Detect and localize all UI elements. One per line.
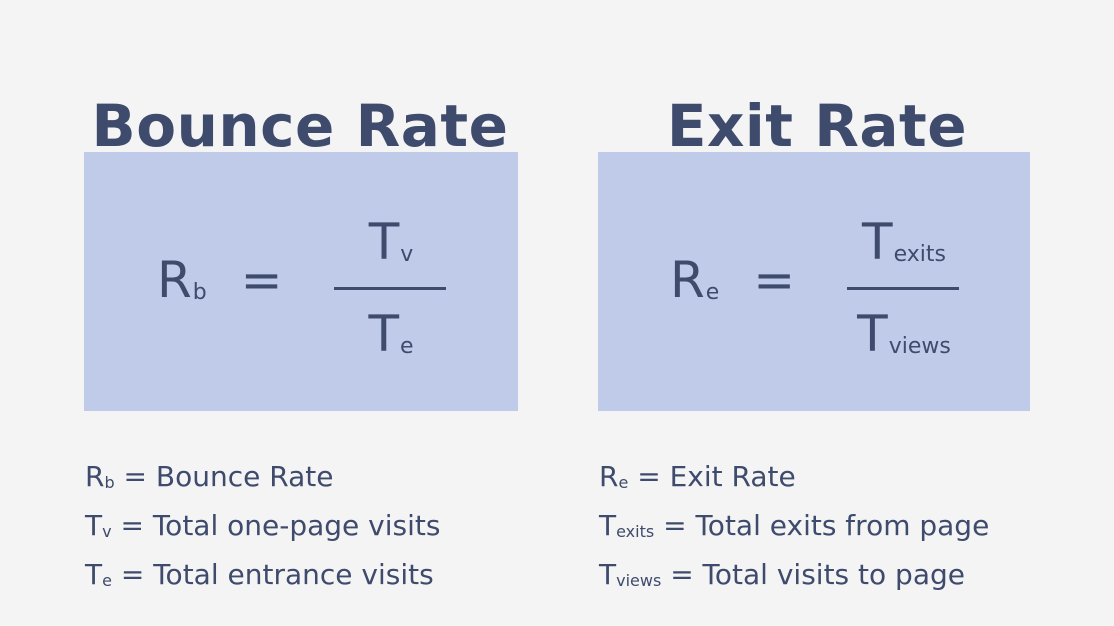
denominator-subscript: e — [400, 334, 414, 359]
legend-symbol-subscript: e — [102, 571, 112, 590]
legend-symbol-letter: T — [599, 558, 617, 591]
legend-symbol-letter: T — [85, 558, 103, 591]
exit-rate-panel: Exit Rate Re = Texits Tviews Re = Exit R… — [597, 0, 1037, 626]
equals-sign: = — [753, 251, 796, 309]
denominator-symbol: T — [857, 305, 888, 363]
bounce-rate-fraction: Tv Te — [333, 212, 449, 363]
legend-symbol-subscript: e — [618, 473, 629, 492]
legend-symbol-subscript: b — [104, 473, 115, 492]
bounce-rate-lhs-variable: Rb — [157, 250, 207, 323]
legend-text: = Exit Rate — [628, 460, 796, 493]
lhs-symbol: R — [157, 251, 192, 309]
legend-symbol: Tviews — [599, 553, 661, 602]
numerator-subscript: exits — [893, 242, 946, 267]
bounce-rate-legend: Rb = Bounce Rate Tv = Total one-page vis… — [85, 455, 440, 602]
fraction-numerator: Tv — [333, 212, 449, 285]
fraction-bar — [847, 287, 959, 290]
legend-symbol-subscript: exits — [616, 522, 655, 541]
exit-rate-lhs-variable: Re — [670, 250, 719, 323]
exit-rate-formula-box: Re = Texits Tviews — [598, 152, 1030, 411]
legend-text: = Total exits from page — [654, 509, 990, 542]
denominator-symbol: T — [368, 305, 399, 363]
legend-item: Re = Exit Rate — [599, 455, 989, 504]
exit-rate-title: Exit Rate — [666, 91, 968, 160]
legend-symbol-letter: T — [599, 509, 617, 542]
exit-rate-fraction: Texits Tviews — [846, 212, 962, 363]
legend-item: Te = Total entrance visits — [85, 553, 440, 602]
fraction-denominator: Tviews — [846, 304, 962, 377]
numerator-subscript: v — [400, 242, 414, 267]
legend-symbol: Re — [599, 455, 628, 504]
equals-sign: = — [240, 251, 283, 309]
lhs-subscript: b — [192, 280, 207, 305]
legend-text: = Total entrance visits — [111, 558, 434, 591]
fraction-bar — [334, 287, 446, 290]
legend-symbol: Te — [85, 553, 112, 602]
bounce-rate-title: Bounce Rate — [91, 91, 509, 160]
legend-text: = Total one-page visits — [111, 509, 441, 542]
legend-symbol-subscript: v — [102, 522, 112, 541]
numerator-symbol: T — [368, 213, 400, 271]
numerator-symbol: T — [862, 213, 893, 271]
legend-item: Tv = Total one-page visits — [85, 504, 440, 553]
exit-rate-formula-lhs: Re = — [670, 250, 795, 323]
denominator-subscript: views — [888, 334, 951, 359]
fraction-denominator: Te — [333, 304, 449, 377]
legend-item: Texits = Total exits from page — [599, 504, 989, 553]
legend-item: Rb = Bounce Rate — [85, 455, 440, 504]
lhs-symbol: R — [670, 251, 705, 309]
lhs-subscript: e — [705, 280, 720, 305]
legend-symbol: Rb — [85, 455, 115, 504]
fraction-numerator: Texits — [846, 212, 962, 285]
bounce-rate-panel: Bounce Rate Rb = Tv Te Rb = Bounce Rate … — [82, 0, 522, 626]
legend-symbol-letter: T — [85, 509, 103, 542]
exit-rate-legend: Re = Exit Rate Texits = Total exits from… — [599, 455, 989, 602]
legend-symbol-subscript: views — [616, 571, 662, 590]
legend-text: = Total visits to page — [661, 558, 965, 591]
legend-text: = Bounce Rate — [114, 460, 334, 493]
legend-symbol-letter: R — [85, 460, 105, 493]
legend-item: Tviews = Total visits to page — [599, 553, 989, 602]
legend-symbol: Tv — [85, 504, 112, 553]
bounce-rate-formula-box: Rb = Tv Te — [84, 152, 518, 411]
legend-symbol: Texits — [599, 504, 654, 553]
bounce-rate-formula-lhs: Rb = — [157, 250, 283, 323]
legend-symbol-letter: R — [599, 460, 619, 493]
